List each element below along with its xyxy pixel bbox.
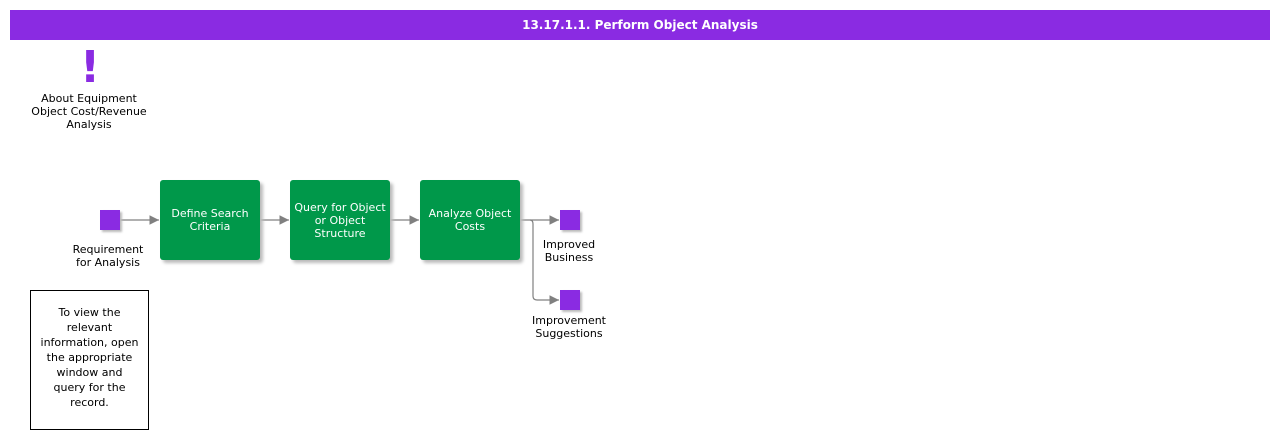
- end-event-label: Improved Business: [542, 238, 596, 264]
- start-event[interactable]: [100, 210, 120, 230]
- info-label: About Equipment Object Cost/Revenue Anal…: [31, 92, 147, 131]
- end-event-improvement-suggestions[interactable]: [560, 290, 580, 310]
- arrow: [529, 219, 559, 305]
- function-analyze-costs[interactable]: Analyze Object Costs: [420, 180, 520, 260]
- end-event-label: Improvement Suggestions: [532, 314, 606, 340]
- note-box: To view the relevant information, open t…: [30, 290, 149, 430]
- function-define-search-criteria[interactable]: Define Search Criteria: [160, 180, 260, 260]
- function-query-object[interactable]: Query for Object or Object Structure: [290, 180, 390, 260]
- start-event-label: Requirement for Analysis: [72, 243, 144, 269]
- exclamation-icon: !: [80, 42, 101, 93]
- diagram-title: 13.17.1.1. Perform Object Analysis: [10, 10, 1270, 40]
- end-event-improved-business[interactable]: [560, 210, 580, 230]
